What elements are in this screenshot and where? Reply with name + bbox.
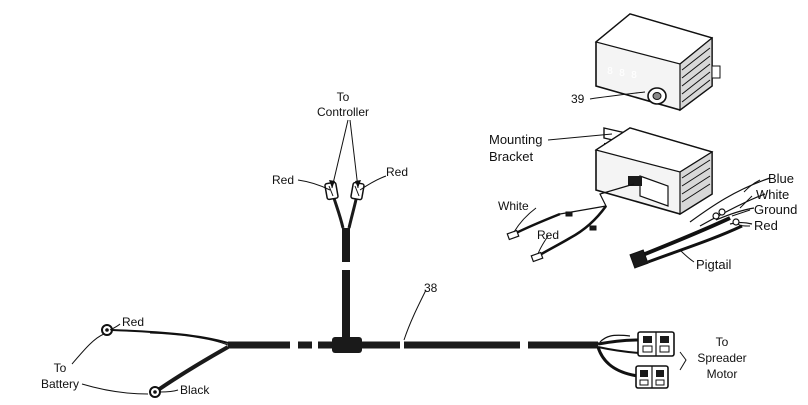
- label-to-battery-1: To: [54, 361, 67, 375]
- pigtail-wiring: [506, 177, 771, 269]
- controller-split-wires: [331, 194, 359, 229]
- label-ref-38: 38: [424, 281, 438, 295]
- leader-mounting-bracket: [547, 133, 613, 141]
- battery-wires: [111, 329, 229, 392]
- label-to-spreader-motor-3: Motor: [707, 367, 738, 381]
- mounting-bracket-assembly: [547, 127, 714, 216]
- harness-tee-junction: [332, 337, 362, 353]
- leader-39: [589, 91, 646, 100]
- label-blue: Blue: [768, 171, 794, 186]
- label-leaders: [71, 119, 761, 395]
- controller-knob: [647, 87, 667, 105]
- svg-text:8: 8: [607, 66, 613, 77]
- label-red-pigtail: Red: [537, 228, 559, 242]
- label-white-right: White: [756, 187, 789, 202]
- ring-terminal-red: [101, 324, 113, 336]
- label-to-controller-1: To: [337, 90, 350, 104]
- label-red-right: Red: [386, 165, 408, 179]
- label-ref-39: 39: [571, 92, 585, 106]
- ring-terminal-black: [149, 386, 161, 398]
- motor-connector-lower: [635, 365, 669, 389]
- label-mounting-bracket-1: Mounting: [489, 132, 542, 147]
- label-ground: Ground: [754, 202, 797, 217]
- label-to-controller-2: Controller: [317, 105, 369, 119]
- motor-connector-upper: [637, 331, 675, 357]
- controller-connector-left: [324, 181, 339, 201]
- label-red-left: Red: [272, 173, 294, 187]
- label-to-battery-2: Battery: [41, 377, 79, 391]
- label-pigtail: Pigtail: [696, 257, 732, 272]
- svg-text:8: 8: [631, 70, 637, 81]
- label-red-right-bottom: Red: [754, 218, 778, 233]
- motor-wires: [596, 334, 641, 378]
- label-to-spreader-motor-1: To: [716, 335, 729, 349]
- label-white-left: White: [498, 199, 529, 213]
- label-black-battery: Black: [180, 383, 210, 397]
- label-mounting-bracket-2: Bracket: [489, 149, 533, 164]
- label-to-spreader-motor-2: Spreader: [697, 351, 746, 365]
- main-harness: [101, 181, 675, 398]
- labels: To Controller Red Red 38 39 Mounting Bra…: [41, 90, 797, 397]
- svg-text:8: 8: [619, 68, 625, 79]
- label-red-battery: Red: [122, 315, 144, 329]
